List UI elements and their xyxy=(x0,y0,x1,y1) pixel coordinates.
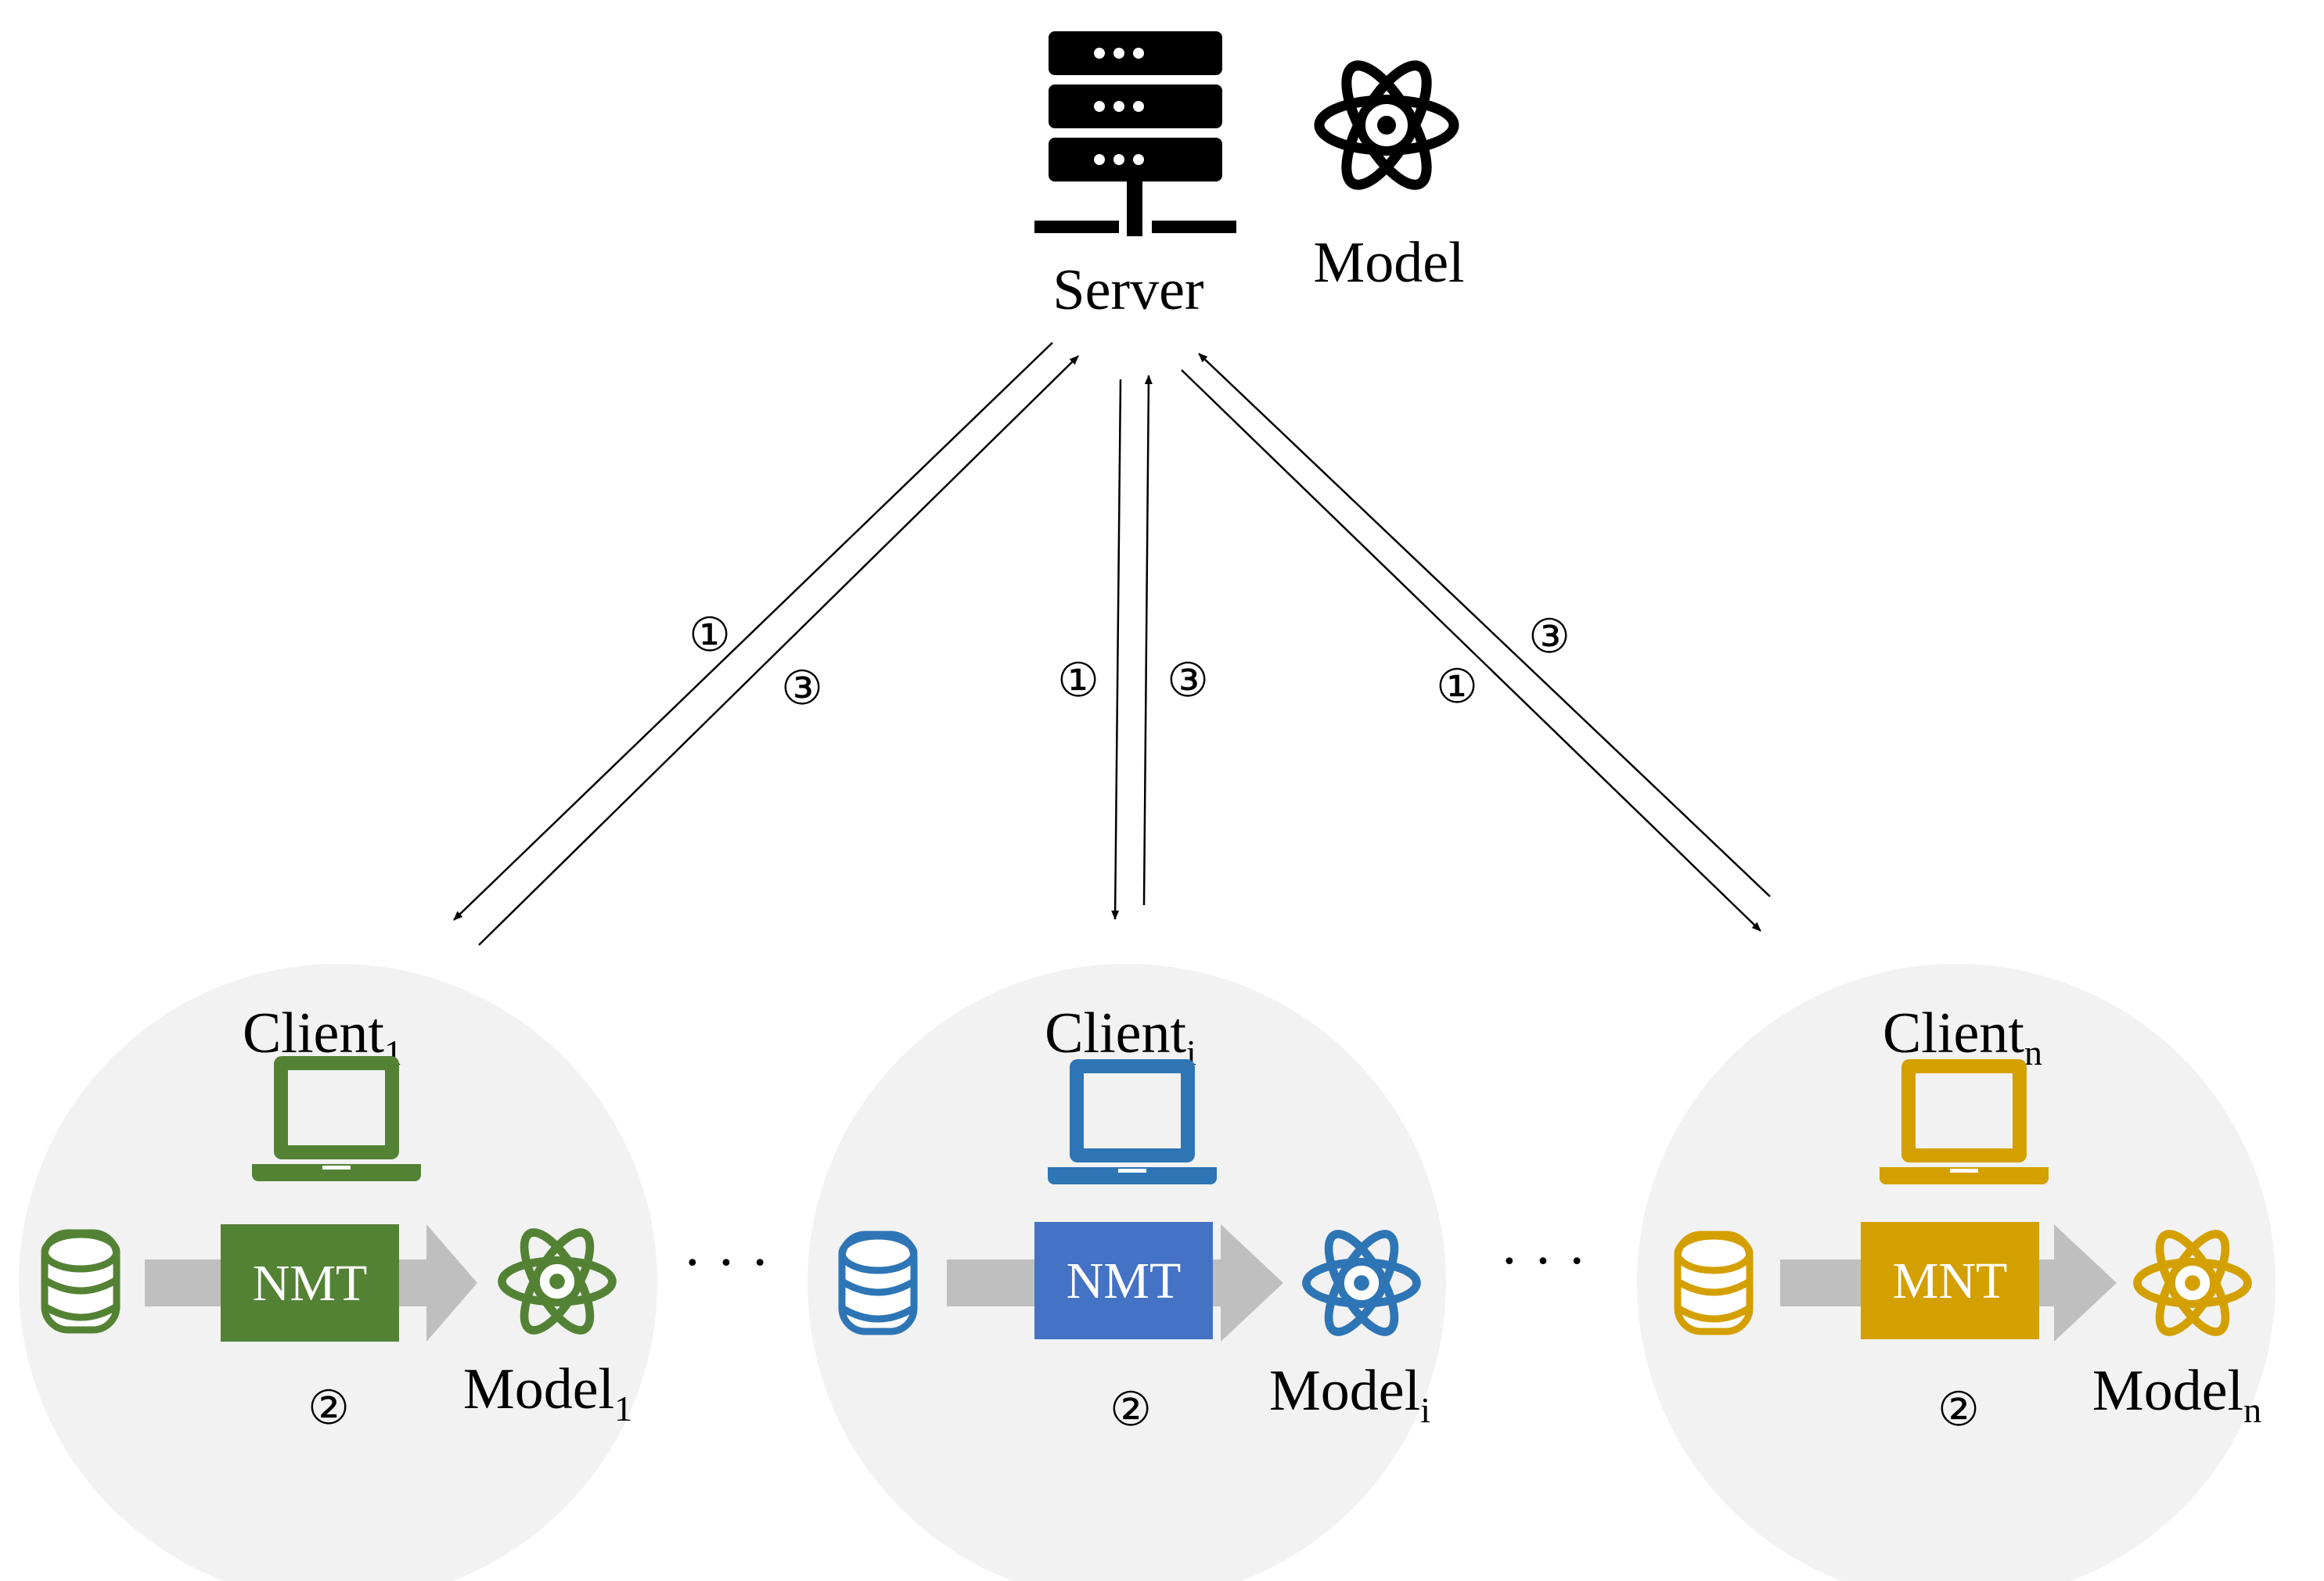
arrow-server-to-clientn xyxy=(1181,369,1761,932)
client-n-label: Clientn xyxy=(1883,1001,2042,1073)
step1-label-mid: ① xyxy=(1057,655,1099,706)
client-1: Client1 NMT ② Model1 xyxy=(19,964,657,1581)
client-n-model-label: Modeln xyxy=(2092,1359,2261,1430)
step3-label-right: ③ xyxy=(1528,611,1570,663)
client-n: Clientn MNT ② Modeln xyxy=(1637,964,2275,1581)
nmt-box xyxy=(221,1224,399,1342)
server-icon xyxy=(1034,31,1236,236)
nmt-box xyxy=(1034,1222,1213,1339)
arrow-server-to-client1 xyxy=(453,342,1053,921)
ellipsis-2: · · · xyxy=(1500,1229,1587,1293)
nmt-box-label: NMT xyxy=(253,1255,368,1312)
client-i-label: Clienti xyxy=(1045,1001,1196,1073)
server-model-icon xyxy=(1319,55,1454,196)
step3-label-left: ③ xyxy=(781,663,823,714)
step2-label: ② xyxy=(1110,1384,1152,1435)
step2-label: ② xyxy=(308,1382,350,1434)
client-1-model-label: Model1 xyxy=(463,1357,632,1428)
database-icon xyxy=(842,1234,914,1331)
arrow-client1-to-server xyxy=(478,355,1079,946)
mnt-box xyxy=(1861,1222,2039,1339)
step3-label-mid: ③ xyxy=(1167,655,1209,706)
step1-label-right: ① xyxy=(1436,661,1478,713)
arrow-clientn-to-server xyxy=(1198,353,1771,897)
client-i-model-label: Modeli xyxy=(1269,1359,1430,1430)
mnt-box-label: MNT xyxy=(1893,1252,2008,1310)
database-icon xyxy=(1678,1234,1750,1331)
step1-label-left: ① xyxy=(689,609,731,661)
client-i: Clienti NMT ② Modeli xyxy=(808,964,1446,1581)
connector-arrows xyxy=(453,342,1771,946)
step2-label: ② xyxy=(1937,1384,1980,1435)
nmt-box-label: NMT xyxy=(1067,1252,1182,1310)
ellipsis-1: · · · xyxy=(683,1231,770,1295)
arrow-clienti-to-server xyxy=(1142,375,1153,906)
server-label: Server xyxy=(1052,258,1203,322)
database-icon xyxy=(45,1233,117,1330)
arrow-server-to-clienti xyxy=(1111,379,1122,920)
server-model-label: Model xyxy=(1313,231,1464,295)
